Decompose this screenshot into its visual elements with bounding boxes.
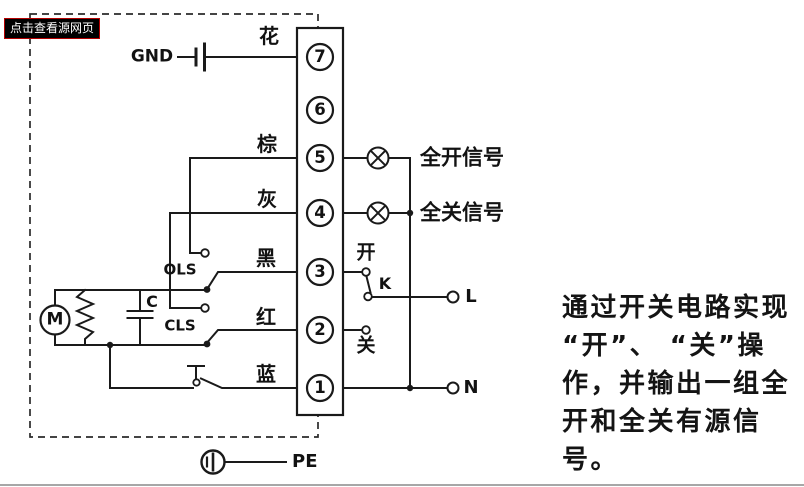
lamp-symbols [366, 146, 390, 225]
thermal-contact-icon [187, 365, 205, 379]
winding-zigzag-icon [74, 288, 96, 346]
terminal-number-2: 2 [314, 319, 326, 339]
motor-symbol [39, 304, 71, 336]
live-label: L [465, 286, 477, 307]
black-wire-ols-blade [207, 271, 299, 289]
terminal-1-circle [305, 373, 335, 403]
cls-label: CLS [164, 316, 196, 335]
switch-k-label: K [378, 274, 392, 293]
cls-no-contact [200, 303, 210, 313]
full-close-signal-label: 全关信号 [420, 200, 504, 225]
terminal-2-circle [305, 315, 335, 345]
wire-label-hua: 花 [259, 24, 279, 48]
wire-label-zong: 棕 [257, 132, 277, 156]
neutral-label: N [463, 377, 479, 398]
red-wire-cls-blade [207, 329, 299, 343]
terminal-circles [305, 42, 335, 403]
wire-label-hong: 红 [256, 305, 276, 329]
wire-label-hui: 灰 [257, 187, 277, 211]
terminal-3-circle [305, 257, 335, 287]
terminal-number-5: 5 [314, 147, 326, 167]
terminal-4-circle [305, 198, 335, 228]
live-terminal-circle [446, 290, 460, 304]
k-switch-blade [365, 275, 372, 294]
full-open-signal-label: 全开信号 [420, 145, 504, 170]
ols-no-contact [200, 248, 210, 258]
wire-label-lan: 蓝 [256, 362, 276, 386]
capacitor-label: C [146, 292, 158, 311]
pe-ground-icon [200, 449, 226, 475]
junction-dots [106, 209, 414, 392]
terminal-number-3: 3 [314, 261, 326, 281]
open-contact-label: 开 [356, 241, 376, 264]
motor-label: M [46, 309, 64, 330]
terminal-7-circle [305, 42, 335, 72]
wire-label-hei: 黑 [256, 246, 276, 270]
motor-top-rail [54, 289, 205, 307]
pe-label: PE [292, 451, 318, 472]
gray-wire [169, 212, 299, 309]
wires [54, 42, 449, 463]
terminal-number-4: 4 [314, 202, 326, 222]
thermal-fixed-contact [192, 378, 201, 387]
capacitor-icon [126, 289, 154, 346]
motor-bottom-rail [54, 333, 205, 346]
brown-wire [189, 157, 299, 254]
neutral-terminal-circle [446, 381, 460, 395]
description-note: 通过开关电路实现 “开”、 “关”操 作，并输出一组全 开和全关有源信号。 [562, 293, 791, 475]
gnd-jack-icon [194, 42, 206, 72]
k-pole-contact [363, 291, 373, 302]
ols-label: OLS [163, 260, 197, 279]
contact-points [192, 248, 460, 395]
k-open-contact [361, 267, 371, 277]
terminal-number-7: 7 [314, 46, 326, 66]
terminal-6-circle [305, 95, 335, 125]
enclosure-dashed-border [29, 13, 319, 438]
close-contact-label: 关 [356, 334, 376, 357]
terminal-5-circle [305, 143, 335, 173]
view-source-badge[interactable]: 点击查看源网页 [4, 18, 101, 40]
gnd-label: GND [130, 46, 174, 67]
k-close-contact [361, 325, 371, 335]
terminal-number-1: 1 [314, 377, 326, 397]
terminal-number-6: 6 [314, 99, 326, 119]
blue-wire-thermal-blade [109, 344, 299, 389]
